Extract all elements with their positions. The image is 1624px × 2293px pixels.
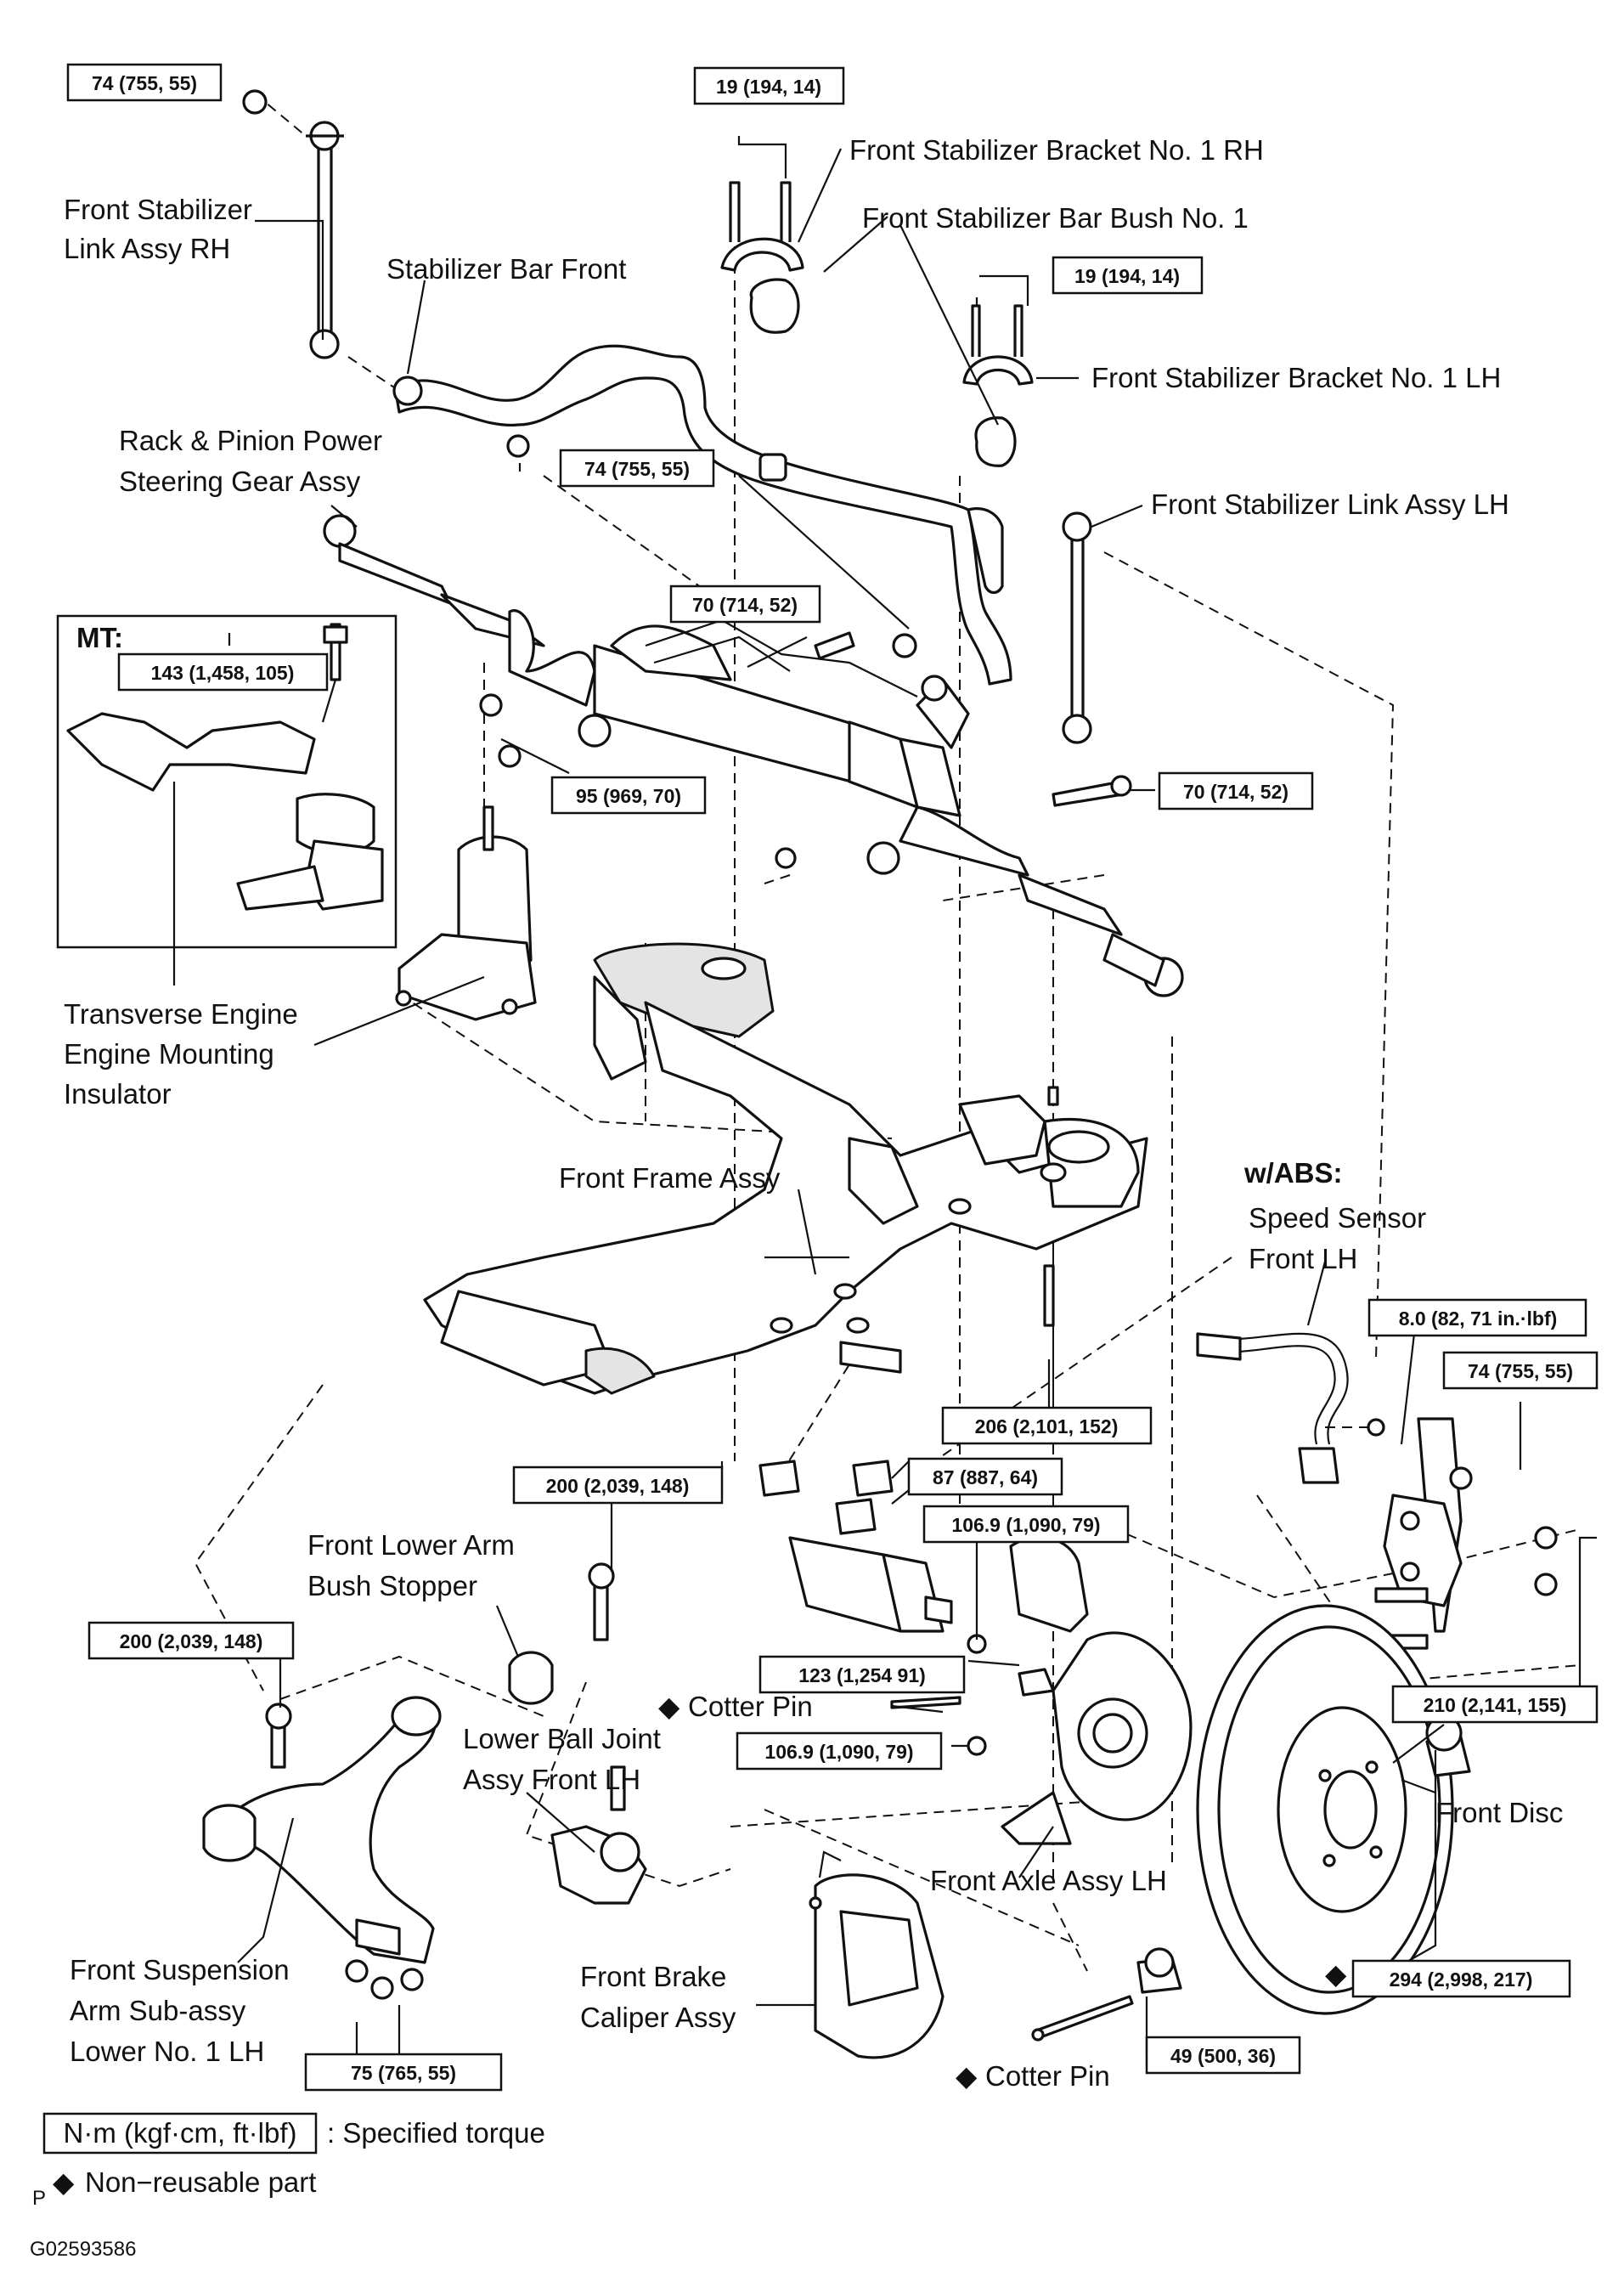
cotter1-mark: ◆ xyxy=(658,1691,680,1722)
label-link-rh-2: Link Assy RH xyxy=(64,233,230,264)
figure-code: G02593586 xyxy=(30,2238,136,2261)
label-mount-1: Transverse Engine xyxy=(64,998,298,1030)
label-caliper-1: Front Brake xyxy=(580,1961,726,1992)
label-link-lh: Front Stabilizer Link Assy LH xyxy=(1151,489,1509,520)
label-abs: w/ABS: xyxy=(1243,1157,1343,1189)
ball-joint xyxy=(550,1765,647,1905)
label-mount-3: Insulator xyxy=(64,1078,172,1110)
torque-arm-rear: 200 (2,039, 148) xyxy=(120,1630,263,1652)
speed-sensor xyxy=(1196,1332,1385,1484)
label-cotter-2: Cotter Pin xyxy=(985,2060,1110,2092)
label-susp-arm-3: Lower No. 1 LH xyxy=(70,2036,264,2067)
legend: N·m (kgf·cm, ft·lbf) : Specified torque … xyxy=(30,2112,545,2261)
torque-strut: 106.9 (1,090, 79) xyxy=(951,1514,1100,1536)
engine-mount xyxy=(395,805,537,1021)
torque-frame-nut: 87 (887, 64) xyxy=(933,1466,1038,1488)
torque-ball-nut: 75 (765, 55) xyxy=(351,2062,456,2084)
stabilizer-link-lh xyxy=(1062,511,1092,744)
torque-rack-bolt-rh: 70 (714, 52) xyxy=(692,594,798,616)
label-bush-stopper-2: Bush Stopper xyxy=(307,1570,477,1601)
torque-mt: 143 (1,458, 105) xyxy=(151,662,295,684)
knuckle-bracket xyxy=(1374,1417,1558,1650)
label-rack-1: Rack & Pinion Power xyxy=(119,425,382,456)
label-rack-2: Steering Gear Assy xyxy=(119,466,361,497)
hub-nut-mark: ◆ xyxy=(1325,1958,1347,1990)
label-bar-bush: Front Stabilizer Bar Bush No. 1 xyxy=(862,202,1249,234)
label-bracket-lh: Front Stabilizer Bracket No. 1 LH xyxy=(1091,362,1501,393)
torque-link-rh-bottom: 74 (755, 55) xyxy=(584,458,690,480)
legend-p-mark: P xyxy=(32,2187,46,2210)
part-labels: Front Stabilizer Link Assy RH Stabilizer… xyxy=(64,134,1563,2092)
label-mount-2: Engine Mounting xyxy=(64,1038,274,1070)
stabilizer-bar xyxy=(392,344,1012,686)
torque-hub-nut: 294 (2,998, 217) xyxy=(1390,1968,1533,1991)
mt-inset: MT: xyxy=(56,614,398,949)
link-rh-top-nut xyxy=(242,89,268,115)
tie-rod-nut xyxy=(1031,1947,1182,2042)
bracket-lh xyxy=(962,304,1034,467)
torque-frame-rear: 206 (2,101, 152) xyxy=(975,1415,1119,1437)
label-axle: Front Axle Assy LH xyxy=(930,1865,1167,1896)
label-cotter-1: Cotter Pin xyxy=(688,1691,813,1722)
steering-rack xyxy=(323,514,1184,997)
torque-caliper-bolt: 106.9 (1,090, 79) xyxy=(764,1741,913,1763)
bracket-rh xyxy=(720,181,804,334)
label-caliper-2: Caliper Assy xyxy=(580,2002,736,2033)
front-axle xyxy=(890,1536,1193,1845)
label-speed-1: Speed Sensor xyxy=(1249,1202,1426,1234)
torque-link-rh-top: 74 (755, 55) xyxy=(92,72,197,94)
label-frame: Front Frame Assy xyxy=(559,1162,781,1194)
torque-boxes: 74 (755, 55) 19 (194, 14) 19 (194, 14) 7… xyxy=(66,63,1599,2092)
frame-nuts xyxy=(758,1460,894,1535)
stabilizer-link-rh xyxy=(242,89,344,359)
cotter2-mark: ◆ xyxy=(956,2060,978,2092)
front-frame xyxy=(423,942,1148,1395)
label-link-rh-1: Front Stabilizer xyxy=(64,194,252,225)
label-susp-arm-2: Arm Sub-assy xyxy=(70,1995,246,2026)
legend-nonreuse-mark: ◆ xyxy=(53,2166,75,2198)
torque-link-lh: 74 (755, 55) xyxy=(1468,1360,1573,1382)
torque-abs: 8.0 (82, 71 in.·lbf) xyxy=(1399,1307,1558,1330)
mt-label: MT: xyxy=(76,622,123,653)
torque-bracket-rh: 19 (194, 14) xyxy=(716,76,821,98)
label-bar-front: Stabilizer Bar Front xyxy=(386,253,626,285)
label-susp-arm-1: Front Suspension xyxy=(70,1954,290,1985)
torque-rack-bolt-lh: 70 (714, 52) xyxy=(1183,781,1288,803)
label-ball-joint-2: Assy Front LH xyxy=(463,1764,640,1795)
label-ball-joint-1: Lower Ball Joint xyxy=(463,1723,661,1754)
torque-ball: 123 (1,254 91) xyxy=(798,1664,926,1686)
legend-nonreuse-desc: Non−reusable part xyxy=(85,2166,316,2198)
label-disc: Front Disc xyxy=(1435,1797,1563,1828)
torque-bracket-lh: 19 (194, 14) xyxy=(1074,265,1180,287)
leader-lines xyxy=(172,136,1597,2056)
torque-arm-front: 200 (2,039, 148) xyxy=(546,1475,690,1497)
legend-unit-desc: : Specified torque xyxy=(327,2117,545,2149)
torque-tie-rod: 49 (500, 36) xyxy=(1170,2045,1276,2067)
lower-arm xyxy=(202,1562,615,2000)
brake-caliper xyxy=(809,1850,945,2059)
label-bush-stopper-1: Front Lower Arm xyxy=(307,1529,515,1561)
brake-disc xyxy=(1196,1604,1471,2015)
link-rh-bottom-nut xyxy=(506,434,530,458)
label-speed-2: Front LH xyxy=(1249,1243,1357,1274)
label-bracket-rh: Front Stabilizer Bracket No. 1 RH xyxy=(849,134,1264,166)
drive-shaft xyxy=(788,1536,953,1633)
torque-knuckle: 210 (2,141, 155) xyxy=(1424,1694,1567,1716)
torque-rack-nut: 95 (969, 70) xyxy=(576,785,681,807)
legend-unit-box: N·m (kgf·cm, ft·lbf) xyxy=(64,2117,297,2149)
